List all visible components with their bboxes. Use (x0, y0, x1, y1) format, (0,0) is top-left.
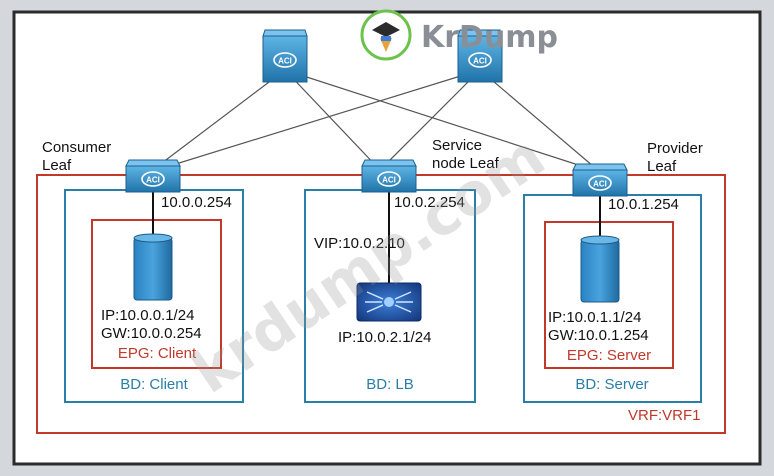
aci-switch-icon (273, 52, 297, 68)
link-spine2-provider (479, 69, 601, 173)
vrf-label: VRF:VRF1 (628, 407, 701, 424)
leaf-consumer-badge: ACI (146, 176, 160, 185)
leaf-service-badge: ACI (382, 176, 396, 185)
link-spine1-service (284, 69, 381, 171)
link-spine2-consumer (149, 69, 481, 173)
server-host-ip: IP:10.0.1.1/24 (548, 309, 641, 326)
link-spine1-consumer (149, 69, 286, 173)
lb-vip-label: VIP:10.0.2.10 (314, 235, 405, 252)
graduation-cap-icon (372, 22, 400, 37)
link-spine1-provider (284, 69, 601, 173)
aci-switch-icon (468, 52, 492, 68)
server-host-gw: GW:10.0.1.254 (548, 327, 649, 344)
provider-leaf-label: Provider Leaf (647, 140, 707, 175)
spine-switch-1: ACI (262, 29, 308, 83)
spine-2-badge: ACI (473, 57, 487, 66)
spine-switch-2: ACI (457, 29, 503, 83)
server-icon (580, 239, 620, 303)
epg-server-label: EPG: Server (567, 347, 651, 364)
leaf-switch-service: ACI (361, 159, 417, 193)
epg-server-box (544, 221, 674, 369)
bd-client-label: BD: Client (120, 376, 188, 393)
link-spine2-service (379, 69, 481, 171)
aci-switch-icon (377, 171, 401, 187)
provider-gateway-label: 10.0.1.254 (608, 196, 679, 213)
load-balancer (356, 282, 422, 322)
leaf-switch-consumer: ACI (125, 159, 181, 193)
consumer-leaf-label: Consumer Leaf (42, 139, 115, 174)
leaf-provider-badge: ACI (593, 180, 607, 189)
host-links (152, 190, 601, 284)
aci-switch-icon (588, 175, 612, 191)
fabric-links (149, 69, 601, 173)
leaf-switch-provider: ACI (572, 163, 628, 197)
client-host-ip: IP:10.0.0.1/24 (101, 307, 194, 324)
server-icon (133, 237, 173, 301)
service-leaf-label: Service node Leaf (432, 137, 500, 172)
server-host (580, 235, 620, 303)
client-host (133, 233, 173, 301)
epg-client-label: EPG: Client (118, 345, 197, 362)
watermark-logo: KrDump (360, 9, 558, 61)
watermark-logo-text: KrDump (421, 20, 558, 55)
lb-ip-label: IP:10.0.2.1/24 (338, 329, 431, 346)
bd-lb-label: BD: LB (366, 376, 414, 393)
bd-server-label: BD: Server (575, 376, 648, 393)
service-gateway-label: 10.0.2.254 (394, 194, 465, 211)
epg-client-box (91, 219, 222, 369)
client-host-gw: GW:10.0.0.254 (101, 325, 202, 342)
spine-1-badge: ACI (278, 57, 292, 66)
aci-switch-icon (141, 171, 165, 187)
consumer-gateway-label: 10.0.0.254 (161, 194, 232, 211)
